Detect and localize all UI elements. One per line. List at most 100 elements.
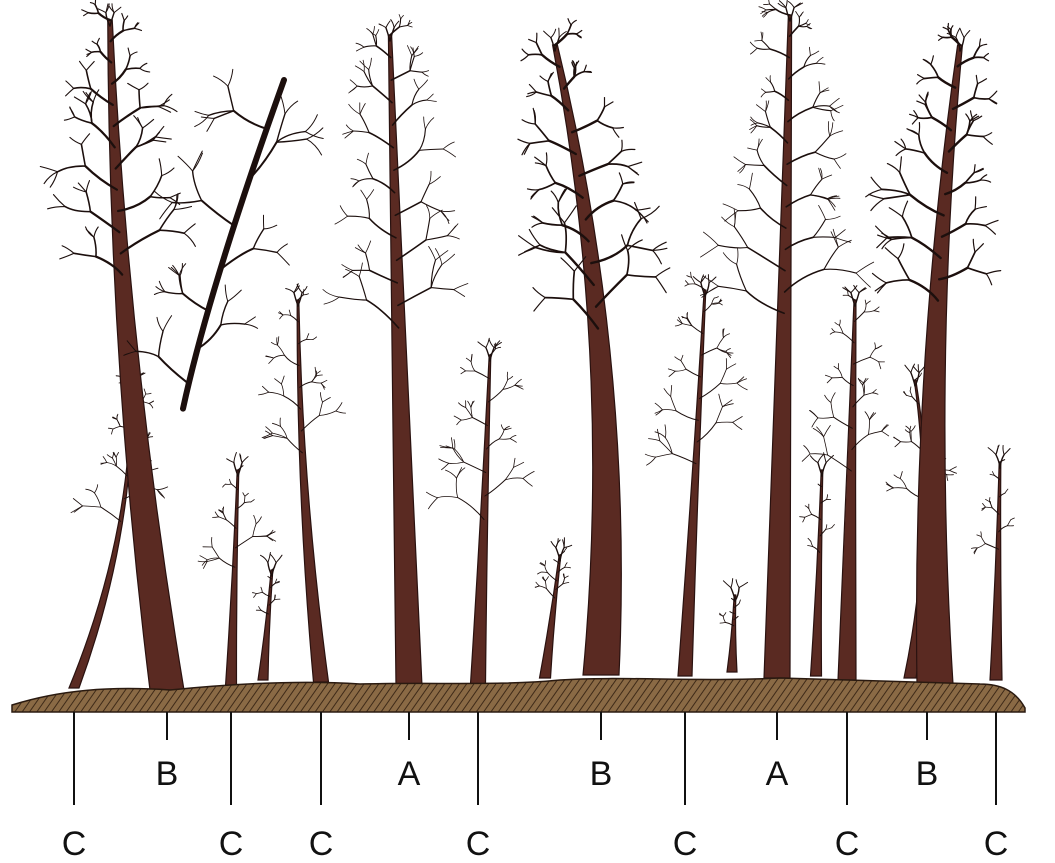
twig bbox=[757, 150, 764, 165]
twig bbox=[521, 55, 529, 61]
twig bbox=[65, 207, 90, 212]
twig bbox=[340, 206, 347, 217]
twig bbox=[179, 275, 183, 293]
twig bbox=[136, 351, 159, 356]
twig bbox=[898, 244, 904, 259]
twig bbox=[974, 98, 989, 99]
twig bbox=[113, 426, 120, 429]
twig bbox=[825, 395, 831, 402]
twig bbox=[738, 165, 746, 172]
twig bbox=[816, 57, 823, 63]
twig bbox=[540, 76, 548, 81]
twig bbox=[813, 93, 820, 108]
twig bbox=[170, 193, 180, 198]
twig bbox=[825, 375, 832, 378]
twig bbox=[319, 411, 336, 416]
twig bbox=[628, 162, 642, 166]
tree-top-twig bbox=[735, 588, 739, 601]
twig bbox=[905, 365, 911, 372]
twig bbox=[126, 68, 140, 69]
twig bbox=[499, 439, 510, 440]
twig bbox=[241, 455, 243, 463]
twig bbox=[86, 489, 95, 493]
twig bbox=[613, 128, 619, 137]
twig bbox=[810, 454, 828, 455]
twig bbox=[811, 179, 822, 195]
tree-trunk bbox=[553, 45, 622, 675]
twig bbox=[809, 47, 810, 55]
twig bbox=[714, 297, 718, 299]
twig bbox=[1011, 518, 1015, 520]
tree-branch bbox=[475, 371, 489, 379]
twig bbox=[568, 19, 571, 25]
twig bbox=[827, 378, 832, 383]
twig bbox=[150, 176, 162, 197]
twig bbox=[261, 587, 262, 592]
twig bbox=[533, 108, 535, 124]
twig bbox=[124, 16, 128, 21]
twig bbox=[159, 159, 162, 176]
twig bbox=[983, 137, 992, 145]
twig bbox=[534, 216, 543, 223]
twig bbox=[931, 56, 934, 65]
twig bbox=[534, 298, 545, 311]
twig bbox=[736, 580, 739, 588]
twig bbox=[349, 104, 360, 114]
twig bbox=[564, 548, 566, 552]
tree-trunk bbox=[838, 300, 856, 680]
twig bbox=[669, 371, 675, 376]
twig bbox=[967, 135, 984, 137]
twig bbox=[769, 0, 770, 4]
twig bbox=[253, 524, 256, 537]
twig bbox=[514, 458, 515, 467]
twig bbox=[81, 134, 89, 145]
twig bbox=[718, 245, 747, 248]
twig bbox=[114, 7, 121, 12]
twig bbox=[819, 168, 822, 179]
twig bbox=[193, 171, 202, 200]
twig bbox=[427, 94, 434, 100]
twig bbox=[408, 26, 413, 28]
twig bbox=[503, 380, 508, 390]
twig bbox=[717, 338, 724, 348]
twig bbox=[281, 384, 283, 396]
twig bbox=[48, 207, 66, 209]
twig bbox=[978, 79, 987, 84]
twig bbox=[391, 20, 394, 28]
twig bbox=[865, 412, 870, 420]
twig bbox=[367, 29, 373, 35]
twig bbox=[532, 223, 543, 227]
twig bbox=[873, 273, 887, 283]
tree-branch bbox=[236, 537, 253, 548]
twig bbox=[74, 97, 85, 104]
twig bbox=[894, 475, 900, 479]
twig bbox=[431, 265, 442, 288]
twig bbox=[529, 39, 537, 42]
twig bbox=[567, 34, 576, 35]
twig bbox=[419, 129, 425, 150]
label-c-7: C bbox=[984, 825, 1009, 863]
twig bbox=[649, 439, 660, 441]
twig bbox=[410, 71, 422, 73]
tree-c bbox=[645, 272, 747, 676]
twig bbox=[366, 164, 373, 179]
tree-trunk bbox=[226, 470, 239, 686]
twig bbox=[799, 26, 807, 27]
twig bbox=[146, 393, 151, 394]
twig bbox=[636, 208, 650, 210]
twig bbox=[276, 555, 282, 562]
twig bbox=[726, 364, 735, 369]
twig bbox=[576, 31, 581, 35]
twig bbox=[925, 105, 932, 118]
twig bbox=[359, 277, 366, 301]
twig bbox=[212, 547, 219, 558]
twig bbox=[565, 567, 571, 568]
twig bbox=[70, 137, 82, 144]
twig bbox=[983, 133, 992, 137]
twig bbox=[771, 82, 775, 91]
twig bbox=[968, 252, 976, 268]
twig bbox=[738, 208, 760, 211]
twig bbox=[360, 114, 369, 132]
twig bbox=[123, 28, 134, 30]
twig bbox=[719, 303, 723, 305]
